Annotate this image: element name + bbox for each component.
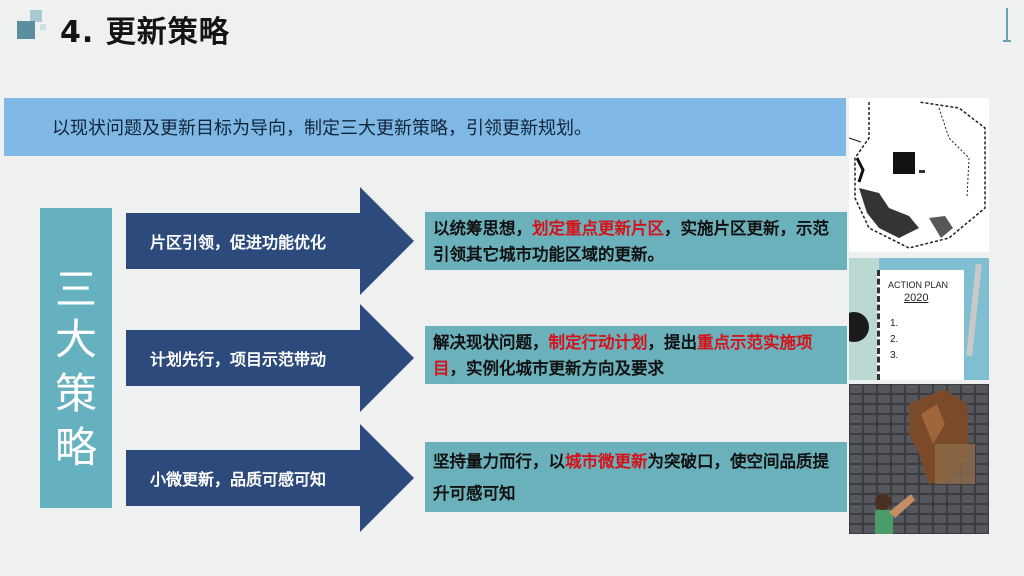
desc-text: 以统筹思想， <box>433 219 532 238</box>
corner-decoration-foot <box>1003 40 1011 42</box>
notepad: ACTION PLAN 2020 1. 2. 3. <box>877 270 964 380</box>
intro-text: 以现状问题及更新目标为导向，制定三大更新策略，引领更新规划。 <box>52 114 592 140</box>
desc-highlight: 制定行动计划 <box>549 333 648 352</box>
strategy-arrow-1: 片区引领，促进功能优化 <box>126 187 414 295</box>
notepad-title: ACTION PLAN <box>888 280 948 290</box>
side-char: 策 <box>40 360 112 421</box>
strategy-label: 计划先行，项目示范带动 <box>150 304 326 412</box>
strategy-desc-3: 坚持量力而行，以城市微更新为突破口，使空间品质提升可感可知 <box>425 442 847 512</box>
map-drawing <box>849 98 989 252</box>
desc-text: ，实例化城市更新方向及要求 <box>450 359 665 378</box>
strategy-title-box: 三 大 策 略 <box>40 208 112 508</box>
desc-text: 坚持量力而行，以 <box>433 452 565 471</box>
side-char: 略 <box>40 414 112 475</box>
strategy-label: 小微更新，品质可感可知 <box>150 424 326 532</box>
desc-text: 解决现状问题， <box>433 333 549 352</box>
corner-decoration <box>1006 8 1008 42</box>
notepad-item: 3. <box>890 348 898 364</box>
strategy-arrow-2: 计划先行，项目示范带动 <box>126 304 414 412</box>
desc-text: ，提出 <box>648 333 698 352</box>
desc-highlight: 城市微更新 <box>565 452 648 471</box>
desc-highlight: 划定重点更新片区 <box>532 219 664 238</box>
notepad-list: 1. 2. 3. <box>890 316 898 364</box>
map-image <box>849 98 989 252</box>
strategy-desc-1: 以统筹思想，划定重点更新片区，实施片区更新，示范引领其它城市功能区域的更新。 <box>425 212 847 270</box>
action-plan-image: ACTION PLAN 2020 1. 2. 3. <box>849 258 989 380</box>
horse-sculpture-image <box>849 384 989 534</box>
intro-banner: 以现状问题及更新目标为导向，制定三大更新策略，引领更新规划。 <box>4 98 846 156</box>
notepad-year: 2020 <box>904 292 928 304</box>
brick-wall <box>849 384 989 534</box>
strategy-desc-2: 解决现状问题，制定行动计划，提出重点示范实施项目，实例化城市更新方向及要求 <box>425 326 847 384</box>
notepad-item: 1. <box>890 316 898 332</box>
page-title: 4. 更新策略 <box>60 7 230 51</box>
side-char: 大 <box>40 306 112 367</box>
notepad-item: 2. <box>890 332 898 348</box>
strategy-arrow-3: 小微更新，品质可感可知 <box>126 424 414 532</box>
pen-icon <box>966 264 982 356</box>
strategy-label: 片区引领，促进功能优化 <box>150 187 326 295</box>
